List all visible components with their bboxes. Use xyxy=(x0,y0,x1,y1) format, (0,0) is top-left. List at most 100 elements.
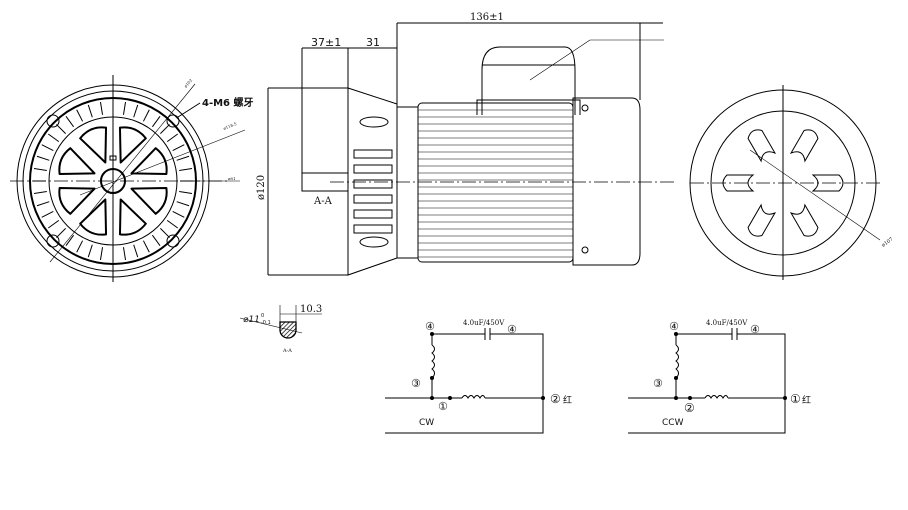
stator-slot xyxy=(76,240,84,253)
overall-length-label: 136±1 xyxy=(470,12,504,23)
stator-slot xyxy=(47,133,60,143)
node-label: ① xyxy=(790,392,801,406)
side-view: 136±1 37±1 31 ø120 A-A xyxy=(256,12,675,276)
spoke-window xyxy=(58,186,96,215)
stator-slot xyxy=(160,228,170,238)
node-label: ③ xyxy=(653,377,663,390)
cooling-fins xyxy=(418,109,573,258)
spoke-window xyxy=(130,186,168,215)
rear-vent xyxy=(789,129,819,163)
color-note: 红 xyxy=(563,394,572,406)
inductor-main xyxy=(704,395,729,399)
diameter-label: ø120 xyxy=(256,175,267,200)
direction-label: CCW xyxy=(662,418,684,428)
spoke-window xyxy=(118,198,147,236)
wire xyxy=(628,333,786,434)
stator-slot xyxy=(87,244,93,258)
capacitor-label: 4.0uF/450V xyxy=(706,319,748,327)
flange-rib xyxy=(353,194,393,204)
rear-vent xyxy=(789,203,819,237)
thread-label: 4-M6 螺牙 xyxy=(202,96,254,109)
wire xyxy=(628,334,785,399)
flange-rib xyxy=(353,149,393,159)
stator-slot xyxy=(122,101,127,115)
rear-view: ø107 xyxy=(689,85,894,280)
stator-slot xyxy=(172,210,185,218)
stator-slot xyxy=(142,109,150,122)
wire xyxy=(385,334,543,399)
flange-detail xyxy=(353,116,393,248)
front-slots xyxy=(33,101,193,261)
spoke-window xyxy=(58,147,96,176)
dia-inner-label: ø81 xyxy=(228,176,236,181)
stator-slot xyxy=(87,104,93,118)
cap-screw xyxy=(581,246,589,254)
stator-slot xyxy=(41,210,54,218)
node-dot xyxy=(674,396,678,400)
stator-slot xyxy=(160,124,170,134)
thread-leader xyxy=(177,102,201,118)
terminal-leader xyxy=(529,39,591,81)
spoke-window xyxy=(118,126,147,164)
node-label: ② xyxy=(550,392,561,406)
spoke-window xyxy=(79,126,108,164)
rear-vent xyxy=(747,203,777,237)
stator-slot xyxy=(56,228,66,238)
stator-slot xyxy=(65,234,75,247)
rear-dia-leader xyxy=(749,149,881,241)
wiring-diagram-ccw: 4.0uF/450V ④ ④ ③ ② ① 红 CCW xyxy=(628,319,811,434)
node-label: ③ xyxy=(411,377,421,390)
section-label: A-A xyxy=(282,348,292,354)
stator-slot xyxy=(172,144,185,152)
flange-length-label: 31 xyxy=(366,36,380,49)
color-note: 红 xyxy=(802,394,811,406)
dia-outer-label: ø102 xyxy=(183,77,194,88)
node-dot xyxy=(541,396,545,400)
stator-slot xyxy=(41,144,54,152)
node-dot xyxy=(674,376,678,380)
dia-mid-label: ø118.5 xyxy=(223,121,238,131)
inductor-main xyxy=(461,395,486,399)
capacitor-symbol xyxy=(731,328,738,340)
node-dot xyxy=(688,396,692,400)
rear-vent xyxy=(747,129,777,163)
node-dot xyxy=(430,332,434,336)
motor-body xyxy=(417,102,574,263)
front-key xyxy=(109,155,117,161)
capacitor-symbol xyxy=(484,328,491,340)
end-cap xyxy=(572,97,641,266)
terminal-box xyxy=(481,46,576,115)
stator-slot xyxy=(133,244,139,258)
wire xyxy=(385,333,544,434)
inductor-aux xyxy=(431,344,435,379)
direction-label: CW xyxy=(419,418,434,428)
shaft-length-label: 37±1 xyxy=(311,36,341,49)
stator-slot xyxy=(179,167,193,172)
leader-dia-outer xyxy=(49,83,196,263)
flange-rib xyxy=(353,209,393,219)
rear-vent xyxy=(811,174,844,192)
node-dot xyxy=(783,396,787,400)
section-label: A-A xyxy=(313,196,333,207)
node-label: ④ xyxy=(507,323,517,336)
inductor-aux xyxy=(675,344,679,379)
node-dot xyxy=(430,376,434,380)
stator-slot xyxy=(122,247,127,261)
node-label: ② xyxy=(684,401,695,415)
stator-slot xyxy=(33,190,47,195)
node-dot xyxy=(674,332,678,336)
mount-hole xyxy=(166,114,180,128)
front-spoke-windows xyxy=(58,126,168,236)
rear-inner-circle xyxy=(710,110,856,256)
stator-slot xyxy=(151,115,161,128)
stator-slot xyxy=(176,201,190,207)
rear-vents xyxy=(722,129,844,237)
mount-hole xyxy=(166,234,180,248)
flange-rib xyxy=(353,179,393,189)
collar xyxy=(396,106,419,259)
capacitor-label: 4.0uF/450V xyxy=(463,319,505,327)
tol-upper: 0 xyxy=(261,313,264,319)
stator-slot xyxy=(99,101,104,115)
